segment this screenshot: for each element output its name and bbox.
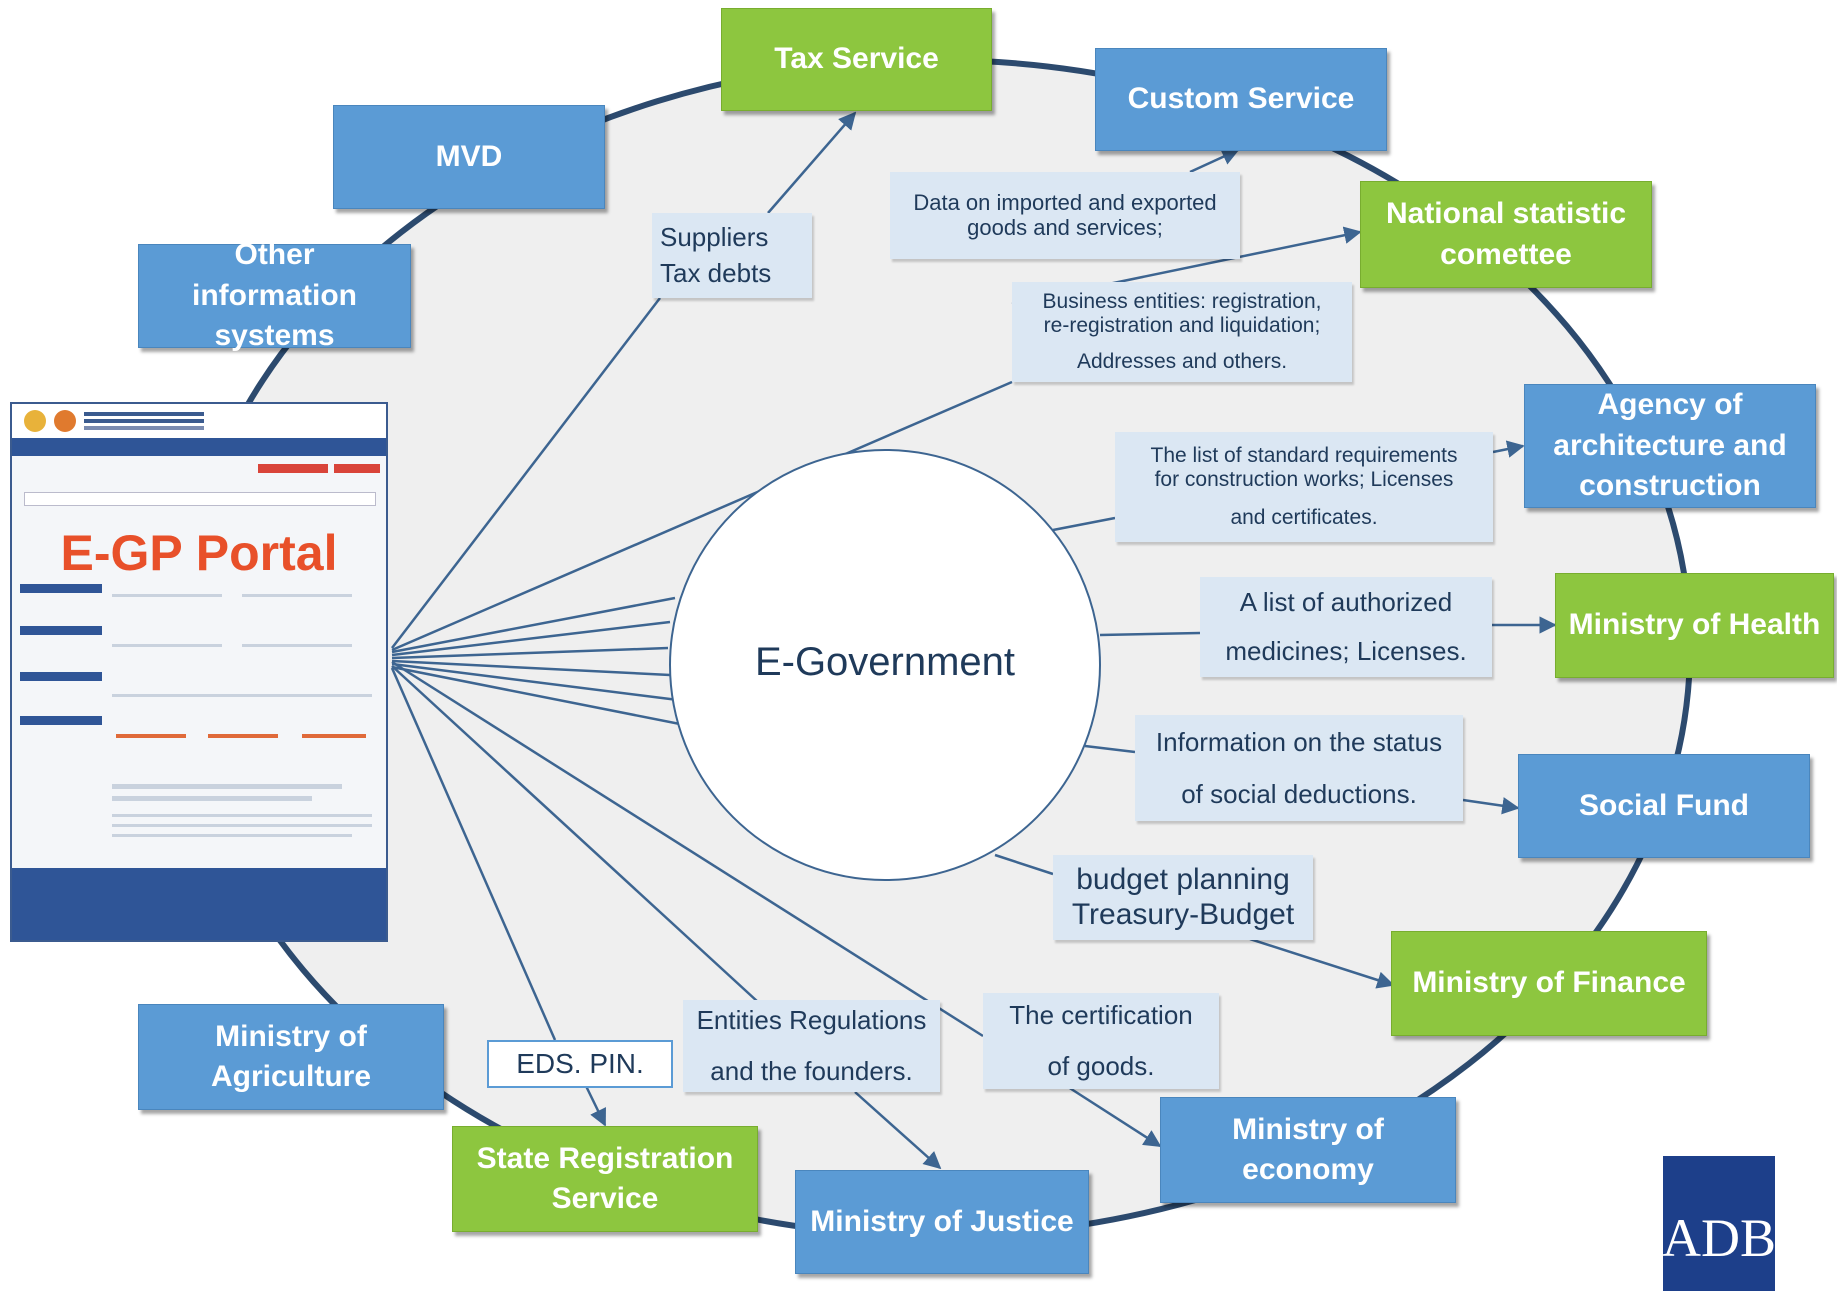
portal-stat-value [302,734,366,738]
label-text: Data on imported and exported [913,190,1217,216]
node-social-fund: Social Fund [1518,754,1810,858]
label-text: medicines; Licenses. [1225,636,1467,666]
label-text: Treasury-Budget [1071,897,1295,931]
label-text: The certification [1009,1000,1193,1031]
node-ministry-agriculture: Ministry of Agriculture [138,1004,444,1110]
connector-portal-to-entities [391,665,759,1003]
label-text: of goods. [1047,1051,1155,1081]
connector-social-to-socialfund [1462,797,1520,815]
portal-stat-value [116,734,186,738]
portal-text-line [242,644,352,647]
node-ministry-economy: Ministry of economy [1160,1097,1456,1203]
portal-text-line [112,644,222,647]
label-suppliers: Suppliers Tax debts [652,213,812,298]
label-text: and certificates. [1230,506,1378,530]
node-ministry-justice: Ministry of Justice [795,1170,1089,1274]
label-text: The list of standard requirements [1150,443,1458,467]
label-text: Tax debts [660,257,772,288]
label-text: for construction works; Licenses [1154,467,1454,491]
label-text: A list of authorized [1239,586,1453,617]
label-construction: The list of standard requirements for co… [1115,432,1493,542]
node-state-registration: State Registration Service [452,1126,758,1232]
portal-text-line [112,694,372,697]
label-text: EDS. PIN. [516,1048,644,1079]
portal-side-heading [20,672,102,681]
label-text: and the founders. [710,1056,913,1086]
portal-text-line [112,814,372,817]
adb-logo: ADB [1662,1156,1776,1291]
connector-center-to-portal-5 [391,662,679,702]
connector-entities-to-justice [854,1091,942,1170]
connector-center-to-portal-1 [391,596,676,654]
connector-portal-to-certification [391,660,984,1038]
label-text: Addresses and others. [1076,350,1288,374]
connector-center-to-portal-2 [391,620,671,657]
label-text: Information on the status [1155,727,1443,757]
emblem-icon [24,410,46,432]
label-text: goods and services; [967,214,1163,240]
connector-center-to-budget [994,853,1054,876]
label-budget: budget planning Treasury-Budget [1053,855,1313,940]
node-national-statistic: National statistic comettee [1360,181,1652,288]
portal-text-line [112,594,222,597]
connector-center-to-portal-4 [391,659,671,677]
portal-logo-icon [54,410,76,432]
label-text: Suppliers [660,222,769,253]
connector-customs-to-custom [1189,148,1240,174]
portal-side-heading [20,716,102,725]
portal-text-line [242,594,352,597]
label-text: re-registration and liquidation; [1043,313,1321,337]
label-certification: The certification of goods. [983,993,1219,1089]
node-custom-service: Custom Service [1095,48,1387,151]
label-text: of social deductions. [1181,779,1417,809]
portal-logo-text [84,412,204,416]
connector-center-to-portal-3 [391,646,669,660]
connector-center-to-portal-6 [391,665,691,728]
portal-header [12,404,386,439]
egp-portal-thumbnail: E-GP Portal [10,402,388,942]
connector-construction-to-architecture [1492,440,1525,458]
portal-text-line [112,834,352,837]
portal-title: E-GP Portal [60,525,338,581]
node-ministry-finance: Ministry of Finance [1391,931,1707,1036]
node-tax-service: Tax Service [721,8,992,111]
connector-certification-to-economy [1064,1083,1162,1148]
center-label: E-Government [754,640,1016,684]
label-text: Entities Regulations [696,1005,927,1036]
portal-stat-value [208,734,278,738]
node-other-information-systems: Other information systems [138,238,411,352]
connector-eds-to-registration [584,1085,607,1127]
connector-portal-to-eds [390,667,557,1041]
label-text: budget planning [1076,863,1290,896]
label-social-deductions: Information on the status of social dedu… [1135,715,1463,821]
label-text: Business entities: registration, [1042,289,1322,313]
connector-portal-to-suppliers [391,297,661,649]
label-eds-pin: EDS. PIN. [487,1040,673,1088]
connector-center-to-construction [1052,516,1116,532]
center-circle [669,449,1101,881]
label-medicines: A list of authorized medicines; Licenses… [1200,577,1492,677]
node-agency-architecture: Agency of architecture and construction [1524,384,1816,508]
portal-footer [12,868,386,940]
connector-center-to-medicines [1099,631,1201,637]
connector-suppliers-to-tax [767,111,857,214]
portal-red-button [258,464,328,473]
node-mvd: MVD [333,105,605,209]
connector-center-to-social [1084,744,1136,754]
portal-text-line [112,784,342,789]
portal-red-button [334,464,380,473]
node-ministry-health: Ministry of Health [1555,573,1834,678]
connector-portal-to-business [391,380,1013,652]
portal-search-box [24,492,376,506]
label-entities: Entities Regulations and the founders. [683,1000,940,1092]
portal-side-heading [20,626,102,635]
portal-text-line [112,796,312,801]
label-customs: Data on imported and exported goods and … [890,172,1240,259]
portal-side-heading [20,584,102,593]
label-business: Business entities: registration, re-regi… [1012,282,1352,382]
portal-text-line [112,824,372,827]
portal-nav-bar [12,438,386,456]
connector-budget-to-finance [1249,937,1395,989]
